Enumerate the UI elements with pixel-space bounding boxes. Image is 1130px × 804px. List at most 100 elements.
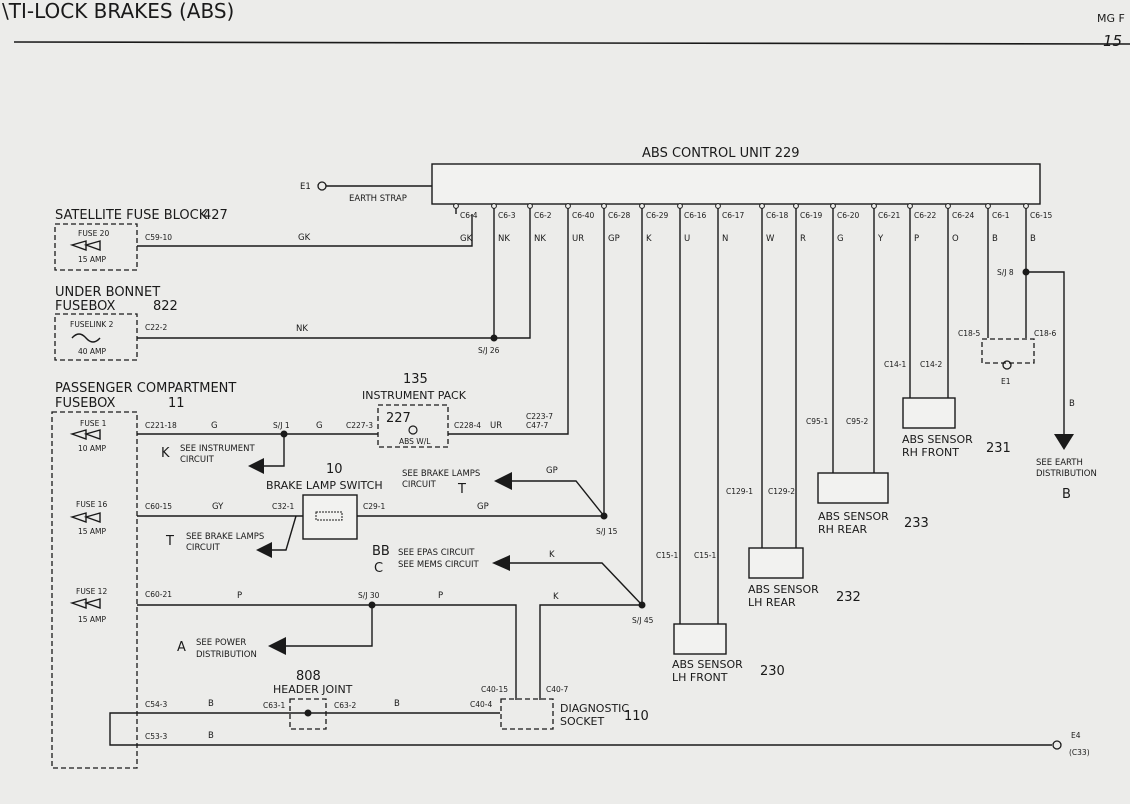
sj26-label: S/J 26: [478, 346, 500, 355]
under-bonnet-amp: 40 AMP: [78, 347, 107, 356]
bottom-conn1: C54-3: [145, 700, 167, 709]
abs-pin-label: C6-18: [766, 211, 788, 220]
sensor-rh-front: [902, 397, 956, 429]
rr-c2: C95-2: [846, 417, 868, 426]
abs-pin-wire: NK: [498, 234, 510, 244]
earth-e4-label: E4: [1071, 731, 1081, 740]
abs-pin-wire: N: [722, 234, 728, 244]
lf-c1: C15-1: [656, 551, 678, 560]
rf-num: 231: [986, 441, 1011, 456]
abs-pin-label: C6-20: [837, 211, 859, 220]
header-rule: [13, 41, 1130, 45]
abs-pin-label: C6-19: [800, 211, 822, 220]
rf-l1: ABS SENSOR: [902, 433, 973, 446]
arrow-left-icon: [268, 637, 286, 655]
fuse16-conn3: C29-1: [363, 502, 385, 511]
epas-line2: SEE MEMS CIRCUIT: [398, 560, 480, 570]
epas-letter1: BB: [372, 544, 390, 559]
earth-strap-label: EARTH STRAP: [349, 194, 407, 204]
abs-pin-wire: W: [766, 234, 775, 244]
see-power-2: DISTRIBUTION: [196, 650, 257, 660]
page-number: 15: [1103, 32, 1122, 50]
see-instr-letter: K: [161, 446, 170, 461]
header-joint-c2: C63-2: [334, 701, 356, 710]
fuse1-conn4: C223-7: [526, 412, 553, 421]
rf-l2: RH FRONT: [902, 446, 959, 459]
abs-pin-wire: B: [1030, 234, 1036, 244]
lr-c2: C129-2: [768, 487, 795, 496]
satellite-title: SATELLITE FUSE BLOCK: [55, 208, 208, 223]
lr-c1: C129-1: [726, 487, 753, 496]
abs-pin: [715, 203, 721, 209]
abs-pin: [639, 203, 645, 209]
bottom-conn2: C40-4: [470, 700, 492, 709]
abs-pin-wire: B: [992, 234, 998, 244]
fuse1-wire1: G: [211, 421, 218, 431]
abs-pin-label: C6-1: [992, 211, 1010, 220]
abs-pin-wire: U: [684, 234, 690, 244]
abs-pin-wire: GK: [460, 234, 473, 244]
earth-connector: [981, 338, 1035, 364]
arrow-left-icon: [492, 555, 510, 571]
abs-pins-group: C6-4GKC6-3NKC6-2NKC6-40URC6-28GPC6-29KC6…: [453, 203, 1052, 244]
abs-pin-label: C6-17: [722, 211, 744, 220]
passenger-fusebox: [51, 411, 138, 769]
rr-num: 233: [904, 516, 929, 531]
abs-wl-label: ABS W/L: [399, 437, 431, 446]
earth-c1: C18-5: [958, 329, 980, 338]
abs-pin-label: C6-4: [460, 211, 478, 220]
fuse12-label: FUSE 12: [76, 587, 107, 596]
fuselink-icon: [71, 333, 101, 343]
abs-pin: [453, 203, 459, 209]
wire-gy-branch: [270, 515, 297, 551]
wire-ur: [448, 214, 569, 435]
abs-unit-label: ABS CONTROL UNIT 229: [642, 146, 800, 161]
abs-pin-wire: UR: [572, 234, 584, 244]
fuse1-label: FUSE 1: [80, 419, 107, 428]
satellite-num: 427: [203, 208, 228, 223]
fuse12-conn: C60-21: [145, 590, 172, 599]
abs-pin: [907, 203, 913, 209]
brake-switch-label: BRAKE LAMP SWITCH: [266, 479, 383, 492]
fuse1-conn3: C228-4: [454, 421, 481, 430]
abs-pin-label: C6-40: [572, 211, 594, 220]
fuse16-conn2: C32-1: [272, 502, 294, 511]
fuse16-label: FUSE 16: [76, 500, 107, 509]
lr-l2: LH REAR: [748, 596, 796, 609]
see-instr-2: CIRCUIT: [180, 455, 215, 465]
earth-wire-label: B: [1069, 399, 1075, 409]
fuse16-wire2: GP: [477, 502, 489, 512]
see-power-letter: A: [177, 640, 186, 655]
under-bonnet-fusebox: [54, 313, 138, 361]
fuse1-wire3: UR: [490, 421, 502, 431]
earth-e4-code: (C33): [1069, 748, 1090, 757]
earth-see-1: SEE EARTH: [1036, 458, 1083, 468]
abs-pin-label: C6-22: [914, 211, 936, 220]
fuse16-amp: 15 AMP: [78, 527, 107, 536]
rr-c1: C95-1: [806, 417, 828, 426]
abs-pin-wire: K: [646, 234, 652, 244]
fuse-icon: [69, 512, 101, 523]
sj30-label: S/J 30: [358, 591, 380, 600]
switch-contact-icon: [315, 511, 343, 521]
abs-pin: [793, 203, 799, 209]
fuselink-label: FUSELINK 2: [70, 320, 114, 329]
fuse16-wire1: GY: [212, 502, 224, 512]
sj8-label: S/J 8: [997, 268, 1014, 277]
wire-b-loop: [109, 712, 137, 746]
rr-l1: ABS SENSOR: [818, 510, 889, 523]
fuse1-conn5: C47-7: [526, 421, 548, 430]
bottom-wire3: B: [208, 731, 214, 741]
instrument-pack: [377, 404, 449, 448]
instrument-code: 227: [386, 411, 411, 426]
lr-l1: ABS SENSOR: [748, 583, 819, 596]
arrow-down-icon: [1054, 434, 1074, 450]
fuse1-conn2: C227-3: [346, 421, 373, 430]
brake-lamp-switch: [302, 494, 358, 540]
header-joint-num: 808: [296, 669, 321, 684]
earth-see-2: DISTRIBUTION: [1036, 469, 1097, 479]
epas-line1: SEE EPAS CIRCUIT: [398, 548, 475, 558]
instrument-label: INSTRUMENT PACK: [362, 389, 467, 402]
see-brake-lower-letter: T: [165, 534, 174, 549]
abs-pin-label: C6-16: [684, 211, 706, 220]
